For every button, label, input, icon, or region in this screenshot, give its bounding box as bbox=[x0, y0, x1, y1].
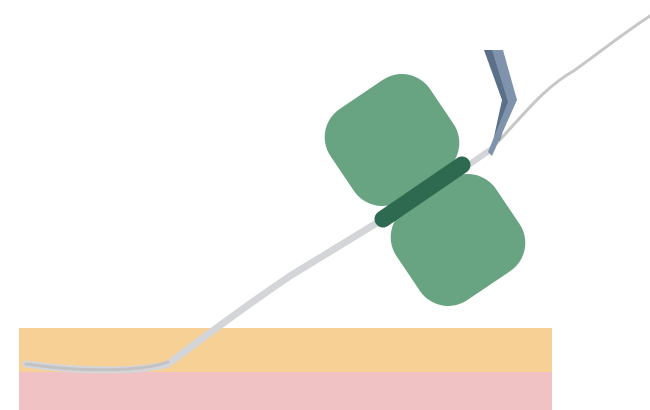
tubing-icon bbox=[490, 16, 650, 150]
skin-lower-layer bbox=[19, 372, 552, 410]
skin-upper-layer bbox=[19, 328, 552, 372]
